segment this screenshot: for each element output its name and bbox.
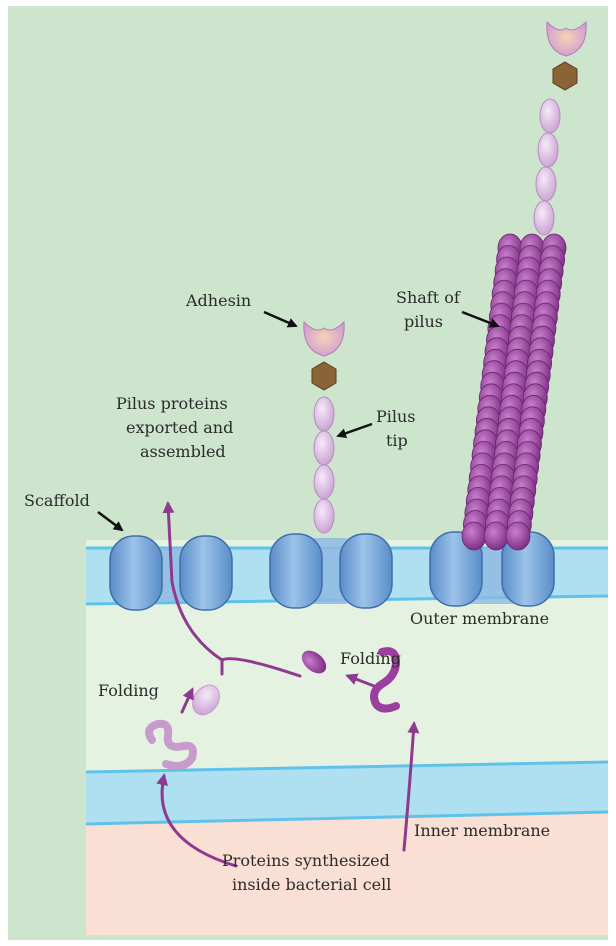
label-pilus-tip-line1: Pilus [376, 407, 416, 426]
label-shaft-line1: Shaft of [396, 288, 461, 307]
label-folding-left: Folding [98, 681, 159, 700]
shaft-subunit [506, 522, 530, 550]
label-scaffold: Scaffold [24, 491, 90, 510]
label-folding-right: Folding [340, 649, 401, 668]
scaffold-2 [270, 534, 392, 608]
label-inner-membrane: Inner membrane [414, 821, 550, 840]
label-synth-line2: inside bacterial cell [232, 875, 391, 894]
label-exported-line1: Pilus proteins [116, 394, 228, 413]
label-pilus-tip-line2: tip [386, 431, 408, 450]
label-adhesin: Adhesin [185, 291, 251, 310]
label-synth-line1: Proteins synthesized [222, 851, 390, 870]
label-exported-line3: assembled [140, 442, 226, 461]
shaft-subunit [462, 522, 486, 550]
label-shaft-line2: pilus [404, 312, 443, 331]
label-exported-line2: exported and [126, 418, 233, 437]
label-outer-membrane: Outer membrane [410, 609, 549, 628]
shaft-subunit [484, 522, 508, 550]
